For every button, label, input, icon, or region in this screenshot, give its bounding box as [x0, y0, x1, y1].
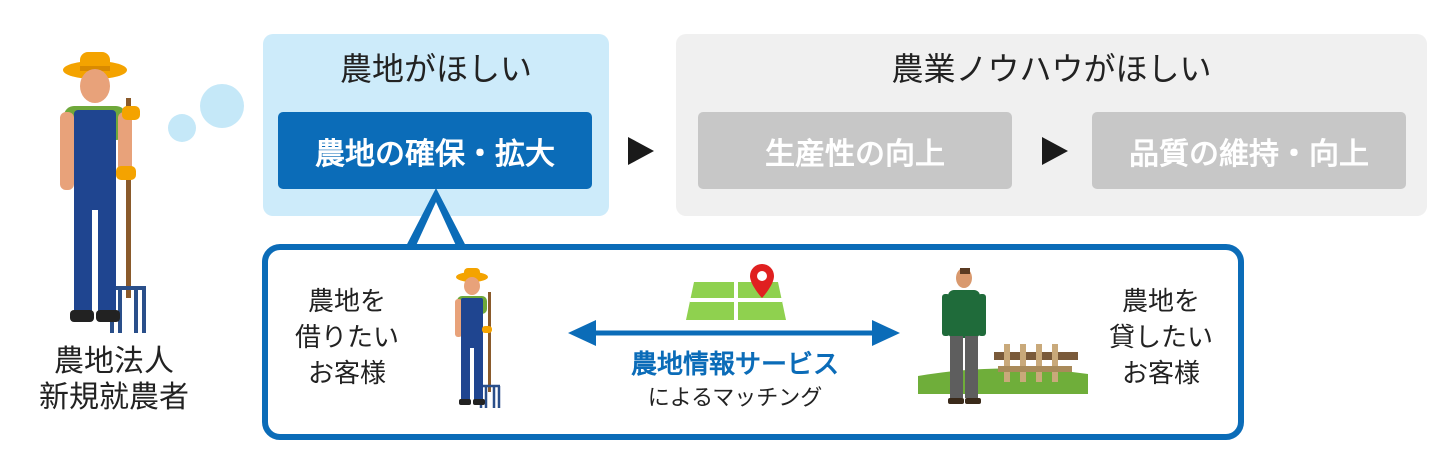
borrower-line3: お客様 [307, 359, 386, 389]
double-arrow-icon [568, 320, 900, 346]
map-pin-icon [686, 264, 786, 320]
farmer-illustration-icon [60, 52, 146, 333]
landowner-with-field-icon [918, 268, 1088, 404]
service-subtitle: によるマッチング [647, 386, 823, 411]
borrower-line2: 借りたい [294, 323, 399, 353]
arrow-right-icon [628, 137, 654, 165]
service-name: 農地情報サービス [630, 350, 839, 380]
thought-bubble-small [168, 114, 196, 142]
lender-line2: 貸したい [1108, 323, 1213, 353]
want-land-title: 農地がほしい [339, 50, 532, 88]
want-knowhow-title: 農業ノウハウがほしい [891, 50, 1212, 88]
productivity-improvement-box: 生産性の向上 [698, 112, 1012, 189]
lender-customer-label: 農地を 貸したい お客様 [1086, 284, 1236, 392]
borrower-customer-label: 農地を 借りたい お客様 [272, 284, 422, 392]
persona-label-line2: 新規就農者 [39, 380, 189, 415]
persona-label-line1: 農地法人 [54, 344, 174, 379]
persona-label: 農地法人 新規就農者 [14, 344, 214, 416]
lender-line1: 農地を [1121, 287, 1200, 317]
borrower-line1: 農地を [307, 287, 386, 317]
small-farmer-icon [455, 268, 501, 408]
callout-pointer [404, 188, 468, 250]
thought-bubble-large [200, 84, 244, 128]
arrow-right-icon [1042, 137, 1068, 165]
land-secure-expand-box: 農地の確保・拡大 [278, 112, 592, 189]
lender-line3: お客様 [1121, 359, 1200, 389]
quality-improvement-box: 品質の維持・向上 [1092, 112, 1406, 189]
